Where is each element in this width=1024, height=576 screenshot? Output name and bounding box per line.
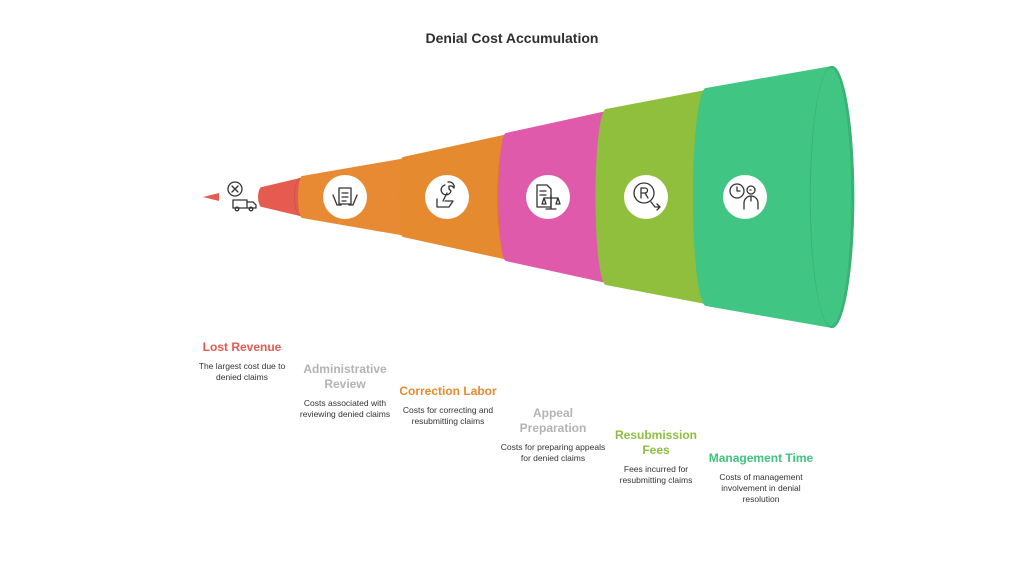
stage-label: Appeal Preparation	[519, 406, 587, 435]
icon-circle	[624, 175, 668, 219]
stage-description: The largest cost due to denied claims	[198, 361, 286, 382]
document-scales-icon	[536, 184, 561, 210]
clipboard-hands-icon	[332, 187, 358, 206]
stage-label: Resubmission Fees	[614, 428, 698, 457]
stage-correction-labor: Correction Labor Costs for correcting an…	[393, 384, 503, 427]
stage-administrative-review: Administrative Review Costs associated w…	[290, 362, 400, 420]
stage-label: Lost Revenue	[202, 340, 282, 354]
clock-person-icon	[729, 183, 759, 210]
stage-description: Costs associated with reviewing denied c…	[299, 398, 391, 419]
truck-cancel-icon	[227, 181, 257, 212]
stage-description: Costs for correcting and resubmitting cl…	[402, 405, 494, 426]
stage-label: Administrative Review	[303, 362, 387, 391]
page-title: Denial Cost Accumulation	[425, 30, 599, 46]
icon-circle	[526, 175, 570, 219]
stage-description: Costs of management involvement in denia…	[719, 472, 803, 504]
rupee-arrow-icon	[633, 182, 661, 211]
funnel-tip	[203, 193, 219, 201]
stage-management-time: Management Time Costs of management invo…	[706, 451, 816, 505]
stage-resubmission-fees: Resubmission Fees Fees incurred for resu…	[601, 428, 711, 486]
stage-lost-revenue: Lost Revenue The largest cost due to den…	[187, 340, 297, 383]
funnel-icons	[227, 175, 767, 219]
stage-appeal-preparation: Appeal Preparation Costs for preparing a…	[498, 406, 608, 464]
stage-description: Costs for preparing appeals for denied c…	[500, 442, 606, 463]
stage-label: Management Time	[708, 451, 814, 465]
icon-circle	[425, 175, 469, 219]
funnel-segment-6	[692, 66, 855, 328]
stage-description: Fees incurred for resubmitting claims	[619, 464, 693, 485]
stage-label: Correction Labor	[399, 384, 497, 398]
wrench-hand-icon	[436, 181, 455, 208]
icon-circle	[723, 175, 767, 219]
